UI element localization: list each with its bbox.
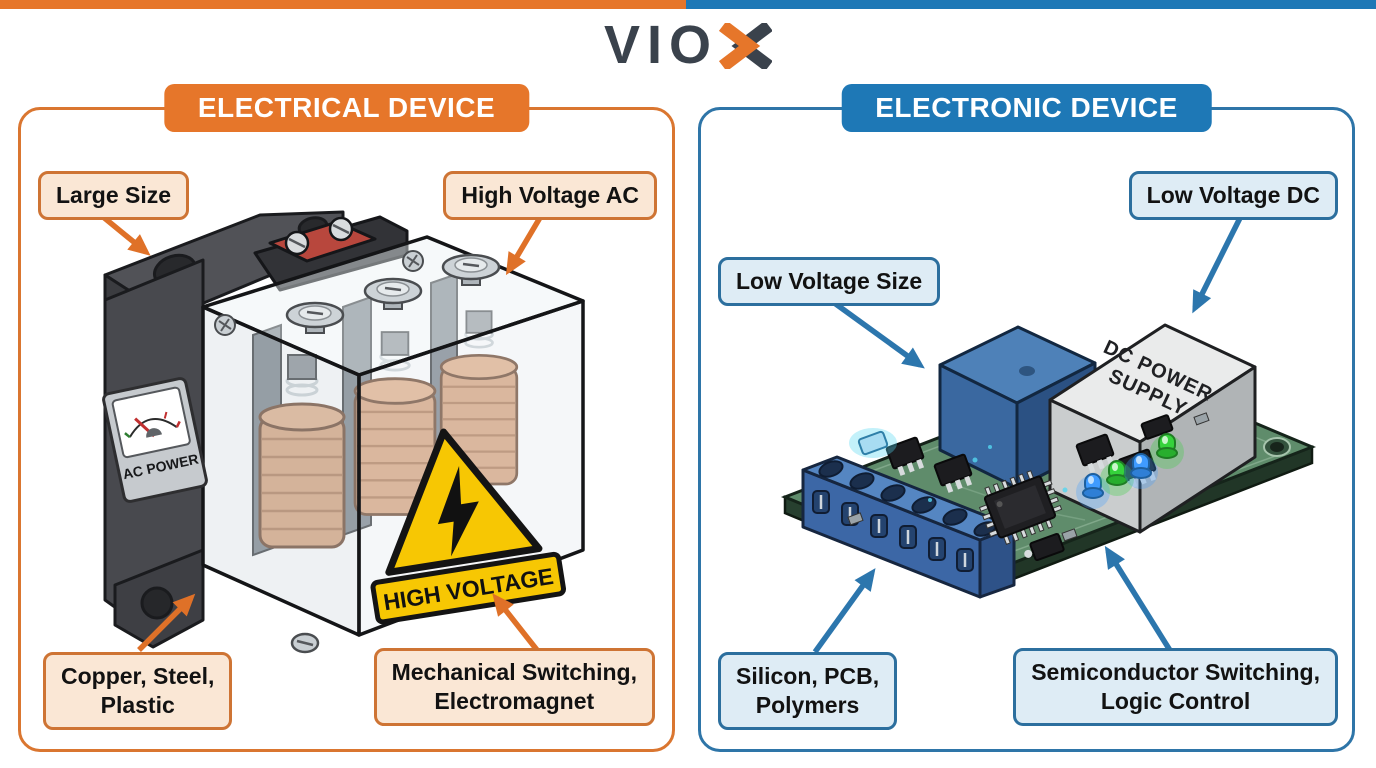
led-blue [1124,453,1158,489]
top-accent-bar-orange [0,0,686,9]
led-green [1150,433,1184,469]
diode [1140,414,1174,440]
electronic-panel-title: ELECTRONIC DEVICE [841,84,1212,132]
electrical-relay-illustration: AC POWER HIGH VOLTAGE [102,210,585,654]
status-leds [849,428,1184,509]
cover-screw-icon [214,314,236,336]
cover-screw-icon [402,250,424,272]
led-green [1100,460,1134,496]
electronic-panel: ELECTRONIC DEVICE Low Voltage DC Low Vol… [698,84,1355,752]
ac-power-meter: AC POWER [102,377,208,503]
terminal-block [801,455,1016,599]
label-high-voltage-ac: High Voltage AC [443,171,657,220]
relay-terminal-caps [214,250,501,654]
label-low-voltage-size: Low Voltage Size [718,257,941,306]
logo-x-icon [718,23,773,69]
microcontroller-chip [978,470,1063,545]
electrical-panel: ELECTRICAL DEVICE Large Size High Voltag… [18,84,675,752]
logo-text: VIO [603,15,719,75]
transistors [847,412,1210,562]
relay-top-terminal-block [253,215,409,292]
label-low-voltage-dc: Low Voltage DC [1128,171,1338,220]
label-copper-steel-plastic: Copper, Steel, Plastic [43,652,233,730]
electrical-panel-title: ELECTRICAL DEVICE [163,84,530,132]
diode [1024,532,1065,562]
brand-logo: VIO [0,14,1376,76]
dc-power-supply: DC POWER SUPPLY [1048,323,1257,534]
label-mechanical-switching: Mechanical Switching, Electromagnet [373,648,655,726]
label-large-size: Large Size [38,171,190,220]
label-silicon-pcb-polymers: Silicon, PCB, Polymers [718,652,898,730]
electronic-pcb-illustration: DC POWER SUPPLY [780,323,1317,599]
top-accent-bar-blue [686,0,1376,9]
led-rect-blue [849,428,897,458]
led-blue [1076,473,1110,509]
label-semiconductor-switching: Semiconductor Switching, Logic Control [1013,648,1338,726]
cover-screw-icon [290,632,320,654]
relay-copper-coils [258,310,519,549]
